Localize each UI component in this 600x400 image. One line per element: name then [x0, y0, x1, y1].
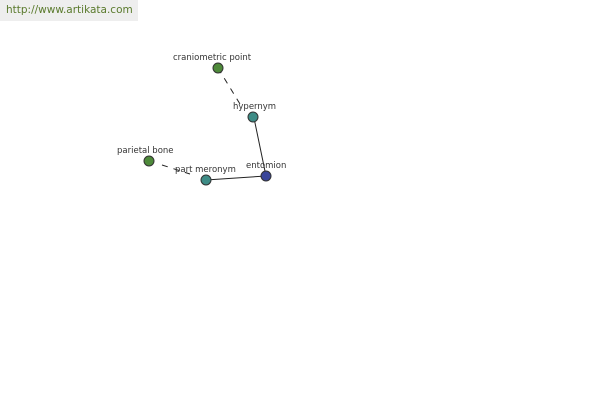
label-parietal-bone: parietal bone [117, 146, 174, 156]
label-part-meronym: part meronym [175, 165, 236, 175]
node-entomion[interactable] [260, 170, 272, 182]
node-hypernym[interactable] [247, 111, 259, 123]
node-part-meronym[interactable] [200, 174, 212, 186]
label-entomion: entomion [246, 161, 286, 171]
edge-entomion-partmeronym [205, 175, 267, 181]
edge-hypernym-entomion [253, 117, 267, 177]
node-parietal-bone[interactable] [143, 155, 155, 167]
node-craniometric-point[interactable] [212, 62, 224, 74]
label-craniometric-point: craniometric point [173, 53, 252, 63]
edge-partmeronym-parietal [161, 164, 191, 175]
edge-craniometric-hypernym [217, 67, 241, 105]
label-hypernym: hypernym [233, 102, 276, 112]
site-url-link[interactable]: http://www.artikata.com [6, 4, 133, 16]
header-bar: http://www.artikata.com [0, 0, 138, 21]
